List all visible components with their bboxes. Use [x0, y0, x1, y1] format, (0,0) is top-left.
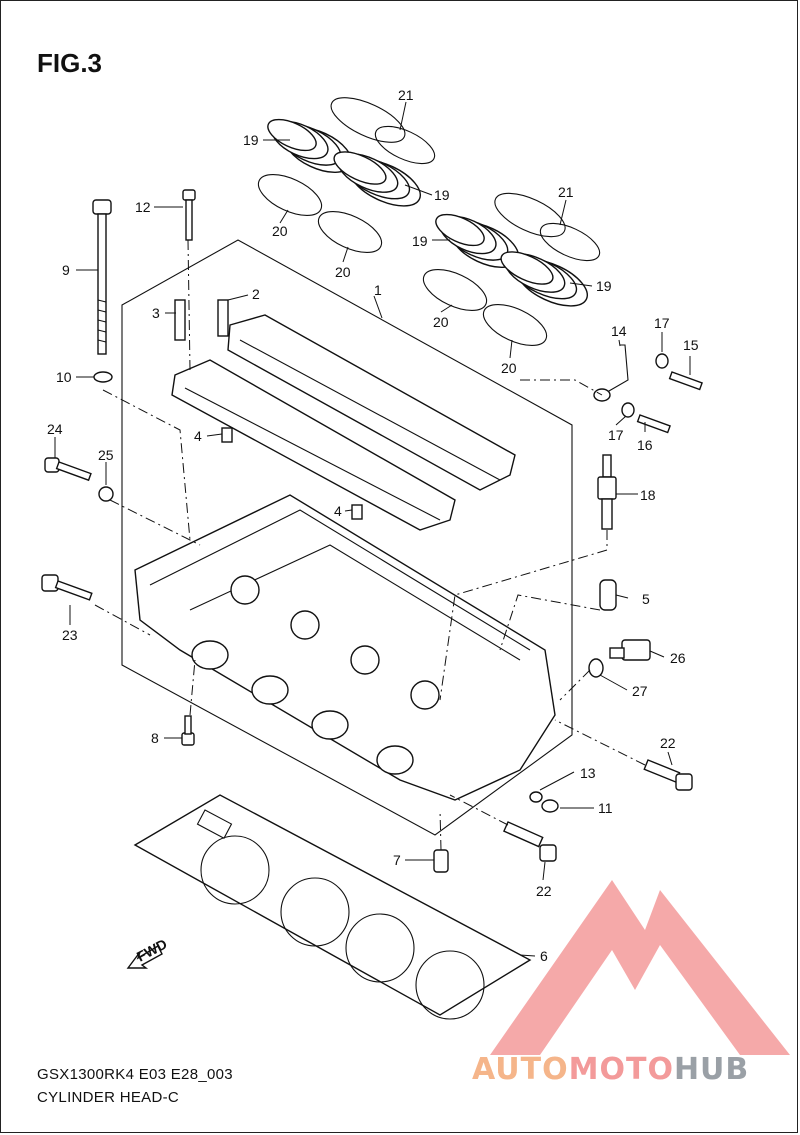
diagram-caption: CYLINDER HEAD-C — [37, 1089, 180, 1106]
callout-1: 1 — [374, 282, 382, 298]
bolt-16 — [636, 414, 671, 434]
callout-21b: 21 — [558, 184, 574, 200]
callout-4b: 4 — [334, 503, 342, 519]
callout-20a: 20 — [272, 223, 288, 239]
sensor-26 — [609, 639, 651, 661]
spark-plug-18 — [597, 454, 617, 530]
washer-17b — [621, 402, 635, 418]
watermark-logo — [490, 880, 790, 1055]
callout-10: 10 — [56, 369, 72, 385]
callout-16: 16 — [637, 437, 653, 453]
model-code: GSX1300RK4 E03 E28_003 — [37, 1066, 233, 1083]
intake-boot-4 — [500, 251, 588, 307]
callout-19c: 19 — [412, 233, 428, 249]
washer-10 — [93, 371, 113, 383]
callout-6: 6 — [540, 948, 548, 964]
bolt-22b — [503, 821, 557, 862]
callout-18: 18 — [640, 487, 656, 503]
bolt-22a — [643, 759, 693, 791]
bolt-3 — [174, 299, 186, 341]
callout-9: 9 — [62, 262, 70, 278]
washer-17a — [655, 353, 669, 369]
bolt-9 — [92, 199, 112, 355]
dowel-pin-4a — [221, 427, 233, 443]
watermark-triangle-icon — [490, 880, 790, 1055]
callout-27: 27 — [632, 683, 648, 699]
cylinder-head — [134, 494, 556, 801]
bolt-23 — [41, 574, 93, 601]
watermark-auto: AUTO — [472, 1052, 569, 1087]
callout-12: 12 — [135, 199, 151, 215]
callout-2: 2 — [252, 286, 260, 302]
plug-5 — [599, 579, 617, 611]
bolt-15 — [668, 371, 703, 391]
leader-lines — [54, 101, 691, 957]
callout-labels: 1 2 3 4 4 5 6 7 8 9 10 11 12 13 14 15 16… — [47, 87, 699, 964]
watermark-triangle-inner — [580, 985, 645, 1030]
dowel-pin-7 — [433, 849, 449, 873]
callout-19a: 19 — [243, 132, 259, 148]
watermark-hub: HUB — [673, 1052, 750, 1087]
callout-15: 15 — [683, 337, 699, 353]
callout-19d: 19 — [596, 278, 612, 294]
callout-17a: 17 — [654, 315, 670, 331]
watermark-moto: MOTO — [568, 1052, 674, 1087]
clamp-20a — [257, 174, 323, 216]
bolt-12 — [182, 189, 196, 241]
callout-13: 13 — [580, 765, 596, 781]
intake-boot-2 — [333, 151, 421, 207]
callout-17b: 17 — [608, 427, 624, 443]
washer-25 — [98, 486, 114, 502]
clamp-21a-b — [374, 125, 436, 165]
head-gasket-6 — [133, 794, 532, 1020]
callout-26: 26 — [670, 650, 686, 666]
clamp-21a — [330, 97, 406, 143]
callout-8: 8 — [151, 730, 159, 746]
fwd-arrow: FWD — [126, 936, 170, 969]
callout-25: 25 — [98, 447, 114, 463]
clamp-21b-b — [539, 222, 601, 262]
callout-11: 11 — [598, 800, 613, 816]
callout-22b: 22 — [536, 883, 552, 899]
callout-19b: 19 — [434, 187, 450, 203]
nut-11 — [541, 799, 559, 813]
callout-20b: 20 — [335, 264, 351, 280]
callout-14: 14 — [611, 323, 627, 339]
callout-7: 7 — [393, 852, 401, 868]
washer-13 — [529, 791, 543, 803]
clamp-20c — [422, 269, 488, 311]
callout-22a: 22 — [660, 735, 676, 751]
callout-23: 23 — [62, 627, 78, 643]
intake-boot-1 — [267, 118, 353, 174]
bolt-2 — [217, 299, 229, 337]
bolt-24 — [44, 457, 92, 482]
group-outline — [121, 239, 573, 836]
dowel-pin-4b — [351, 504, 363, 520]
clamps — [257, 97, 601, 346]
bolt-8 — [181, 715, 195, 746]
callout-4a: 4 — [194, 428, 202, 444]
intake-boots — [267, 118, 588, 307]
callout-3: 3 — [152, 305, 160, 321]
callout-5: 5 — [642, 591, 650, 607]
washer-27 — [588, 658, 604, 678]
callout-24: 24 — [47, 421, 63, 437]
clamp-20b — [317, 211, 383, 253]
watermark-text: AUTOMOTOHUB — [472, 1052, 749, 1087]
clamp-20d — [482, 304, 548, 346]
figure-title: FIG.3 — [37, 48, 103, 78]
camshaft-holder — [171, 314, 516, 531]
callout-21a: 21 — [398, 87, 414, 103]
callout-20c: 20 — [433, 314, 449, 330]
clamp-21b — [494, 192, 566, 238]
oil-pipe-14 — [601, 344, 629, 396]
callout-20d: 20 — [501, 360, 517, 376]
